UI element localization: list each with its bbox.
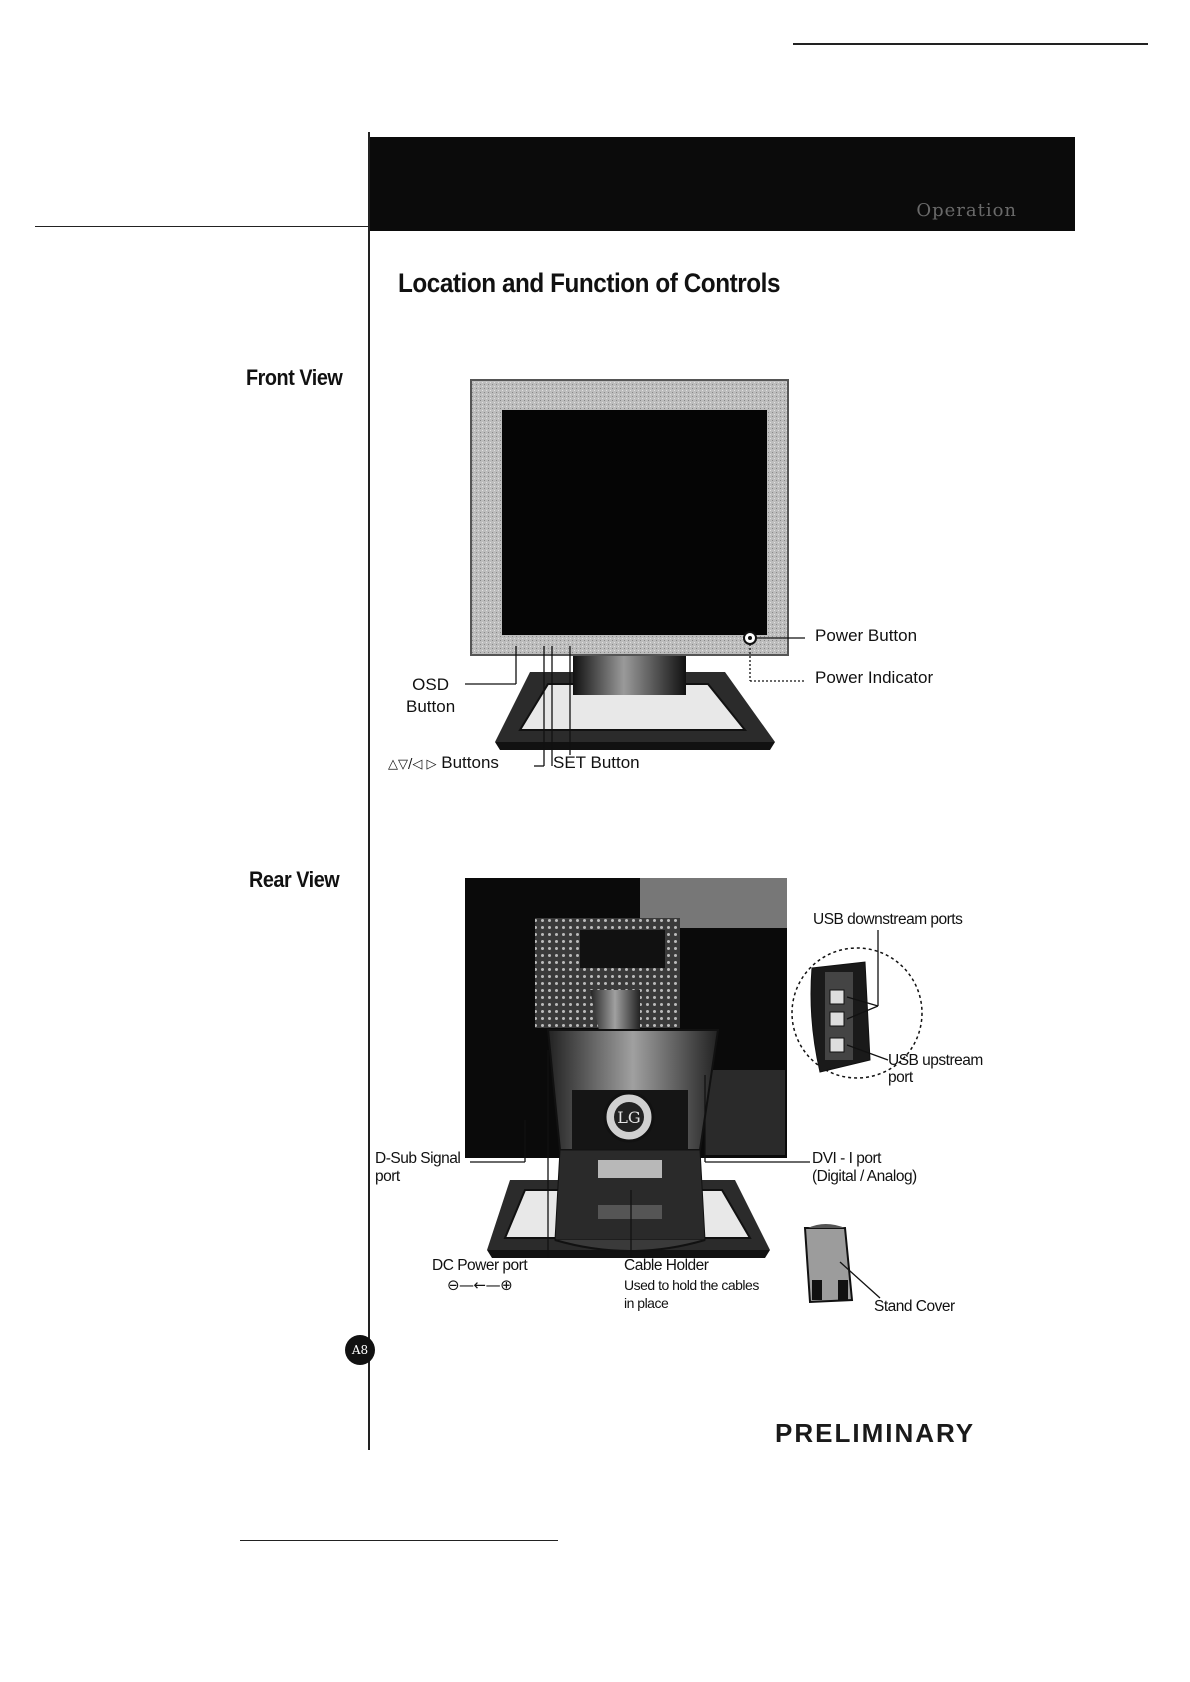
- front-monitor: [470, 379, 789, 750]
- svg-text:LG: LG: [617, 1108, 640, 1127]
- dsub-line2: port: [375, 1167, 400, 1185]
- header-left-rule: [35, 226, 370, 227]
- set-button-label: SET Button: [553, 753, 640, 772]
- header-bar: Operation: [370, 137, 1075, 231]
- osd-button-label-line2: Button: [406, 697, 456, 717]
- page-title: Location and Function of Controls: [398, 268, 781, 298]
- arrow-buttons-label: △▽/◁ ▷ Buttons: [388, 752, 499, 774]
- cable-holder-desc-line1: Used to hold the cables: [624, 1277, 759, 1294]
- osd-button-label: OSD Button: [406, 674, 455, 718]
- stand-cover-label: Stand Cover: [874, 1298, 955, 1315]
- dvi-line1: DVI - I port: [812, 1150, 881, 1167]
- front-screen: [502, 410, 767, 635]
- cable-holder-desc-line2: in place: [624, 1295, 669, 1312]
- top-rule: [793, 43, 1148, 45]
- dsub-port-label: D-Sub Signal port: [375, 1150, 461, 1186]
- dc-polarity-icon: ⊖—←—⊕: [446, 1276, 513, 1295]
- dvi-line2: (Digital / Analog): [812, 1167, 917, 1185]
- usb-detail: [791, 930, 923, 1079]
- dc-power-text: DC Power port: [432, 1257, 528, 1274]
- rear-view-heading: Rear View: [249, 867, 340, 892]
- rear-monitor: LG: [465, 878, 787, 1258]
- usb-upstream-line1: USB upstream: [888, 1052, 983, 1069]
- usb-upstream-label: USB upstream port: [888, 1052, 983, 1086]
- usb-downstream-label: USB downstream ports: [813, 911, 963, 928]
- power-button-label: Power Button: [815, 626, 918, 645]
- stand-cover: [803, 1224, 881, 1304]
- front-stand-base: [495, 672, 775, 750]
- osd-button-label-line1: OSD: [412, 675, 449, 694]
- cable-holder-label: Cable Holder Used to hold the cables in …: [624, 1256, 759, 1313]
- dsub-line1: D-Sub Signal: [375, 1150, 461, 1167]
- bottom-rule: [240, 1540, 558, 1541]
- preliminary-stamp: PRELIMINARY: [775, 1418, 976, 1448]
- dc-power-label: DC Power port ⊖—←—⊕: [432, 1256, 528, 1296]
- front-view-heading: Front View: [246, 365, 343, 390]
- power-indicator-label: Power Indicator: [815, 668, 934, 687]
- arrow-buttons-text: Buttons: [441, 753, 499, 772]
- dvi-port-label: DVI - I port (Digital / Analog): [812, 1150, 917, 1186]
- cable-holder-title: Cable Holder: [624, 1257, 709, 1274]
- margin-rule: [368, 132, 370, 1450]
- page-number-badge: A8: [345, 1335, 375, 1365]
- running-title: Operation: [916, 200, 1017, 221]
- arrow-symbols-icon: △▽/◁ ▷: [388, 757, 437, 772]
- usb-upstream-line2: port: [888, 1069, 913, 1087]
- front-stand-neck: [573, 655, 686, 695]
